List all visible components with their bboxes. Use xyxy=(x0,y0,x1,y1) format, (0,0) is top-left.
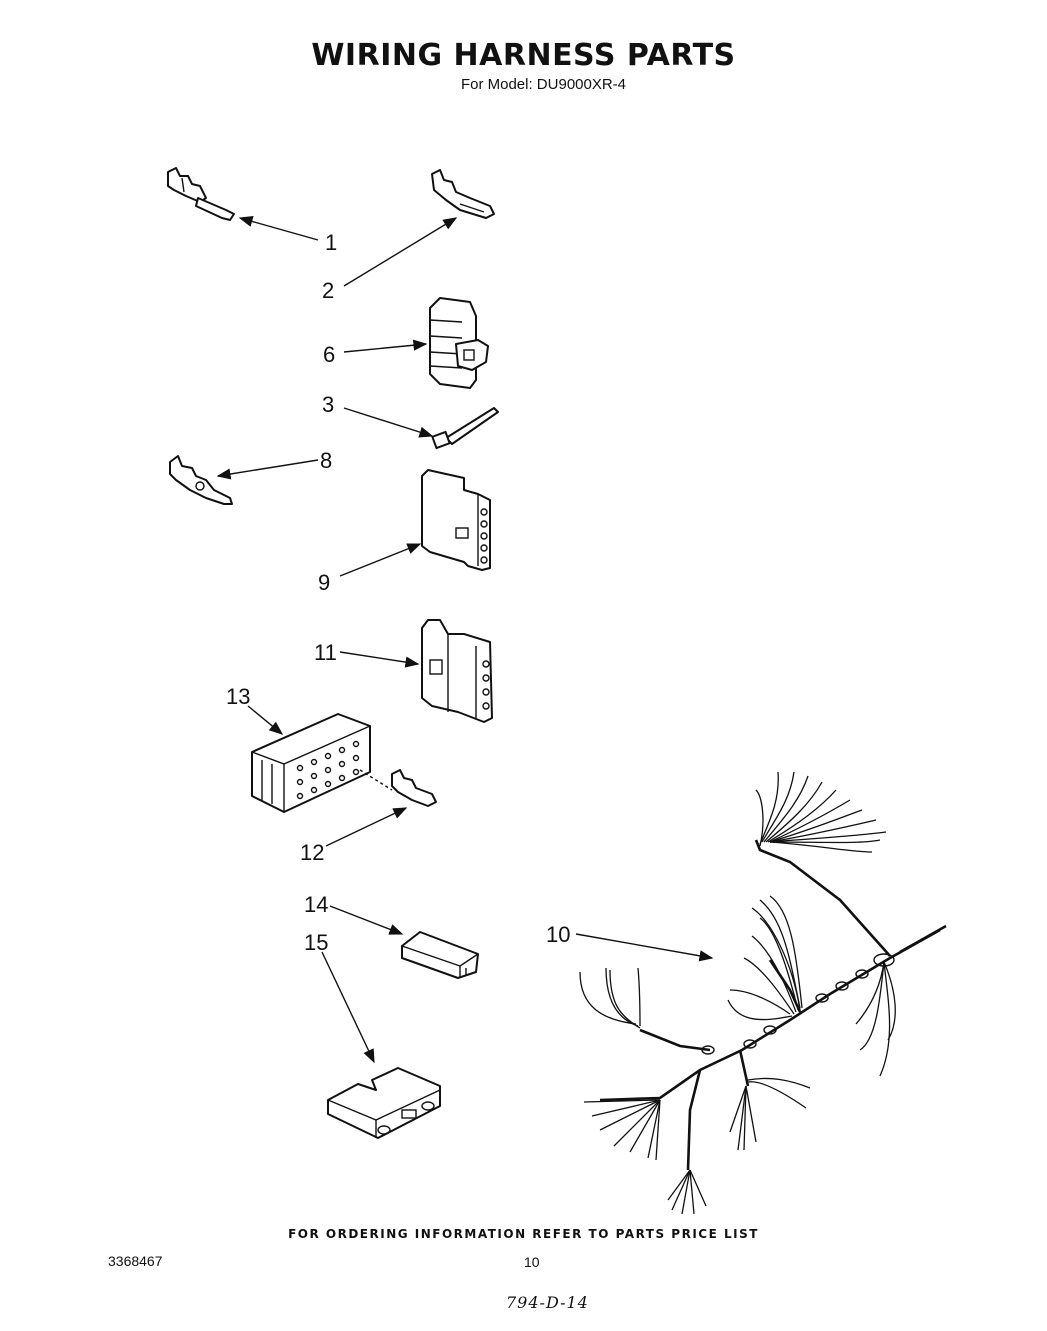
callout-2: 2 xyxy=(322,278,335,303)
part-11-housing xyxy=(421,619,493,723)
callout-13: 13 xyxy=(226,684,251,709)
callout-3: 3 xyxy=(322,392,335,417)
page-number: 10 xyxy=(524,1254,540,1270)
handwritten-code: 794-D-14 xyxy=(506,1293,589,1312)
part-2-terminal xyxy=(431,169,495,219)
callout-12: 12 xyxy=(300,840,325,865)
callout-8: 8 xyxy=(320,448,333,473)
part-14-clip xyxy=(401,931,479,979)
leader-6 xyxy=(343,339,428,353)
document-number: 3368467 xyxy=(108,1253,163,1269)
callout-leaders xyxy=(216,216,714,1064)
leader-1 xyxy=(238,216,319,241)
callout-10: 10 xyxy=(546,922,571,947)
callout-9: 9 xyxy=(318,570,331,595)
part-13-multi-cavity-housing xyxy=(251,713,393,813)
part-3-cable-tie xyxy=(431,407,499,450)
leader-14 xyxy=(329,905,404,935)
leader-11 xyxy=(339,651,420,668)
callout-15: 15 xyxy=(304,930,329,955)
part-15-cover xyxy=(327,1067,441,1139)
part-12-terminal xyxy=(391,769,437,807)
callout-1: 1 xyxy=(325,230,338,255)
model-subtitle: For Model: DU9000XR-4 xyxy=(460,76,627,93)
callout-11: 11 xyxy=(314,640,337,665)
callout-14: 14 xyxy=(304,892,329,917)
leader-15 xyxy=(321,951,375,1064)
ordering-info-note: FOR ORDERING INFORMATION REFER TO PARTS … xyxy=(288,1227,759,1241)
callout-6: 6 xyxy=(323,342,336,367)
page-title: WIRING HARNESS PARTS xyxy=(311,38,736,73)
leader-3 xyxy=(343,407,434,438)
leader-13 xyxy=(247,705,284,735)
part-9-housing xyxy=(421,469,491,571)
leader-10 xyxy=(575,933,714,962)
leader-12 xyxy=(325,807,408,847)
part-6-connector-block xyxy=(429,297,489,389)
leader-9 xyxy=(339,543,422,577)
part-1-terminal-pin xyxy=(167,167,235,221)
part-8-terminal xyxy=(169,455,233,505)
part-10-wiring-harness xyxy=(579,771,947,1215)
leader-2 xyxy=(343,217,458,287)
leader-8 xyxy=(216,459,319,480)
